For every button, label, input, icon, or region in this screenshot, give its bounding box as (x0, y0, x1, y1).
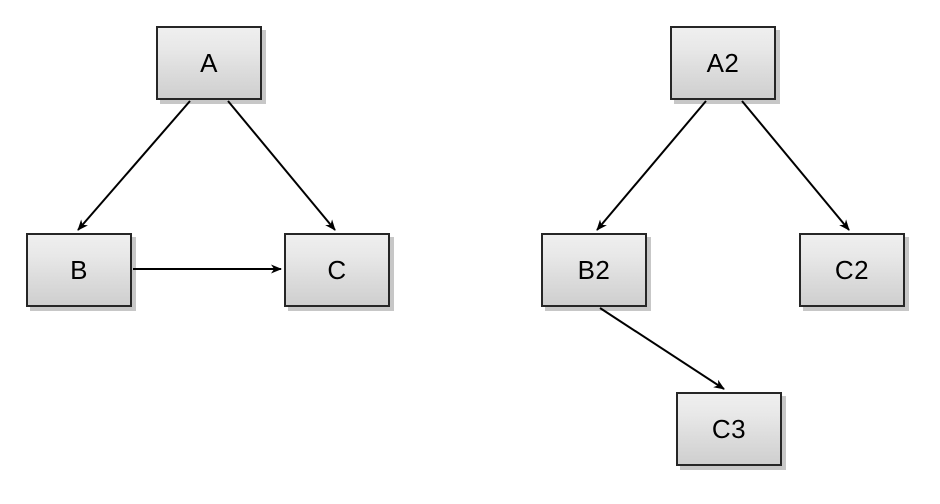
node-b2[interactable]: B2 (541, 233, 647, 307)
node-b[interactable]: B (26, 233, 132, 307)
node-c2[interactable]: C2 (799, 233, 905, 307)
node-a[interactable]: A (156, 26, 262, 100)
edge-a2-to-c2 (741, 100, 850, 231)
node-c3-label: C3 (711, 414, 747, 444)
node-b2-label: B2 (577, 255, 611, 285)
node-c3[interactable]: C3 (676, 392, 782, 466)
node-a2-label: A2 (706, 48, 740, 78)
edge-a2-to-b2 (596, 100, 707, 231)
node-c-label: C (327, 255, 347, 285)
edge-b2-to-c3 (599, 307, 725, 390)
node-c2-label: C2 (834, 255, 870, 285)
node-c[interactable]: C (284, 233, 390, 307)
edge-a-to-c (227, 100, 336, 231)
node-a2[interactable]: A2 (670, 26, 776, 100)
node-a-label: A (200, 48, 218, 78)
node-b-label: B (70, 255, 88, 285)
edge-a-to-b (77, 100, 191, 231)
